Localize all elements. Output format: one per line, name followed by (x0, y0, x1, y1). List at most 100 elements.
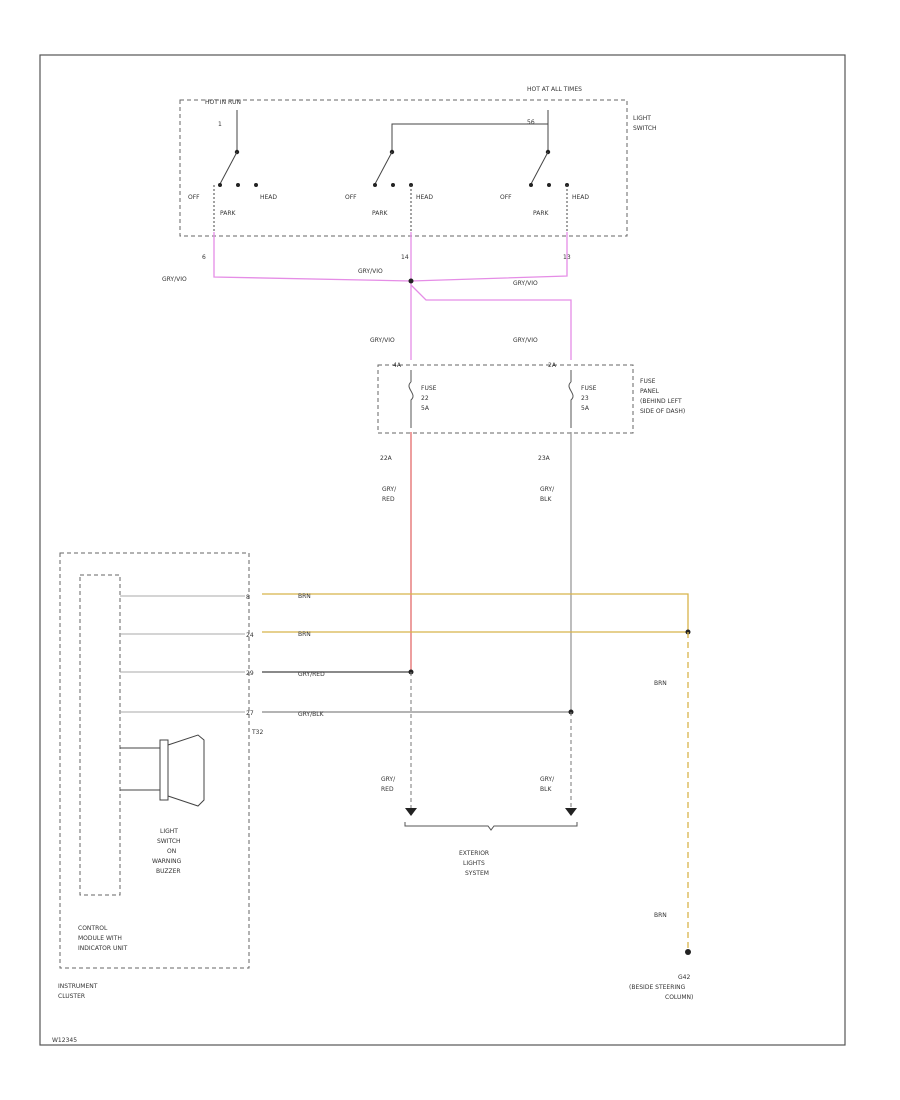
switch-out-pin-mid: 14 (401, 254, 409, 261)
ground-wire-lower: BRN (654, 912, 667, 919)
control-module-box (79, 574, 121, 896)
switch-1-head: HEAD (260, 194, 277, 201)
wire-label-c: GRY/RED (298, 671, 325, 678)
switch-pin-1: 1 (218, 121, 222, 128)
fuse-pin-out-left: 22A (380, 455, 393, 462)
switch-out-pin-left: 6 (202, 254, 206, 261)
switch-section-1: OFF PARK HEAD (188, 149, 277, 232)
light-switch-box (179, 99, 628, 237)
fuse-22-line-2: 22 (421, 395, 429, 402)
pink-splice-dot (408, 278, 414, 284)
cluster-connector-label: T32 (251, 729, 263, 736)
buzzer-icon (120, 734, 205, 807)
fuse-23-symbol (568, 370, 574, 428)
switch-2-off: OFF (345, 194, 357, 201)
light-switch-name-line-2: SWITCH (633, 125, 657, 132)
exterior-bracket (404, 822, 578, 831)
switch-2-park: PARK (372, 210, 389, 217)
exterior-lights: GRY/ RED GRY/ BLK EXTERIOR LIGHTS SYSTEM (381, 672, 578, 877)
switch-3-park: PARK (533, 210, 550, 217)
fuse-pin-in-right: 2A (548, 362, 557, 369)
switch-section-3: OFF PARK HEAD (500, 149, 589, 232)
fuse-wire-out-left-1: GRY/ (382, 486, 397, 493)
pink-wires (213, 232, 572, 360)
wire-brn-a (262, 593, 689, 632)
switch-pin-56: 56 (527, 119, 535, 126)
fuse-panel-name-4: SIDE OF DASH) (640, 408, 685, 415)
cluster-pin-b: 24 (246, 632, 254, 639)
ground-name-3: COLUMN) (665, 994, 693, 1001)
switch-2-head: HEAD (416, 194, 433, 201)
switch-wire-label-left: GRY/VIO (162, 276, 187, 283)
fuse-panel-box (377, 364, 634, 434)
fuse-wire-out-left-2: RED (382, 496, 395, 503)
fuse-panel: GRY/VIO GRY/VIO 4A 2A FUSE 22 5A FUSE 23… (370, 337, 685, 503)
ground-point-icon (685, 949, 691, 955)
buzzer-label-2: SWITCH (157, 838, 181, 845)
module-label-1: CONTROL (78, 925, 108, 932)
fuse-pin-out-right: 23A (538, 455, 551, 462)
wire-pink-right (410, 232, 568, 282)
light-switch: HOT IN RUN HOT AT ALL TIMES LIGHT SWITCH… (162, 86, 657, 287)
wire-pink-left (213, 232, 412, 282)
buzzer-label-4: WARNING (152, 858, 182, 865)
switch-section-2: OFF PARK HEAD (345, 149, 433, 232)
ext-arrow-right (565, 808, 577, 816)
buzzer-label-3: ON (167, 848, 176, 855)
fuse-panel-name-2: PANEL (640, 388, 660, 395)
ground: BRN BRN G42 (BESIDE STEERING COLUMN) (629, 632, 693, 1001)
wire-pink-to-fuse-right (410, 284, 572, 360)
exterior-name-2: LIGHTS (463, 860, 485, 867)
cluster-name-1: INSTRUMENT (58, 983, 98, 990)
fuse-wire-out-right-2: BLK (540, 496, 552, 503)
light-switch-name-line-1: LIGHT (633, 115, 651, 122)
wire-label-b: BRN (298, 631, 311, 638)
cluster-pin-d: 27 (246, 710, 254, 717)
ext-wire-right-2: BLK (540, 786, 552, 793)
hot-in-run-label: HOT IN RUN (205, 99, 241, 106)
fuse-23-line-3: 5A (581, 405, 590, 412)
fuse-panel-name-3: (BEHIND LEFT (640, 398, 682, 405)
wire-label-d: GRY/BLK (298, 711, 325, 718)
fuse-wire-in-right: GRY/VIO (513, 337, 538, 344)
ext-wire-left-1: GRY/ (381, 776, 396, 783)
module-label-2: MODULE WITH (78, 935, 122, 942)
switch-bus-top (391, 123, 548, 152)
buzzer-label-1: LIGHT (160, 828, 178, 835)
switch-1-park: PARK (220, 210, 237, 217)
footer-code: W12345 (52, 1037, 77, 1044)
cluster-pin-c: 29 (246, 670, 254, 677)
instrument-cluster-box (59, 552, 250, 969)
buzzer-label-5: BUZZER (156, 868, 181, 875)
cluster-pin-a: 8 (246, 594, 250, 601)
switch-1-off: OFF (188, 194, 200, 201)
fuse-23-line-1: FUSE (581, 385, 597, 392)
fuse-wire-in-left: GRY/VIO (370, 337, 395, 344)
switch-wire-label-right: GRY/VIO (513, 280, 538, 287)
ground-name-2: (BESIDE STEERING (629, 984, 686, 991)
ext-arrow-left (405, 808, 417, 816)
wire-label-a: BRN (298, 593, 311, 600)
fuse-22-line-3: 5A (421, 405, 430, 412)
ground-name-1: G42 (678, 974, 690, 981)
ext-wire-left-2: RED (381, 786, 394, 793)
fuse-22-symbol (408, 370, 414, 428)
exterior-name-3: SYSTEM (465, 870, 489, 877)
switch-3-off: OFF (500, 194, 512, 201)
cluster-wires: BRN BRN GRY/RED GRY/BLK (262, 593, 691, 718)
hot-at-all-times-label: HOT AT ALL TIMES (527, 86, 582, 93)
switch-3-head: HEAD (572, 194, 589, 201)
exterior-name-1: EXTERIOR (459, 850, 489, 857)
switch-wire-label-mid: GRY/VIO (358, 268, 383, 275)
diagram-frame (39, 54, 846, 1046)
fuse-pin-in-left: 4A (393, 362, 402, 369)
fuse-wire-out-right-1: GRY/ (540, 486, 555, 493)
ext-wire-right-1: GRY/ (540, 776, 555, 783)
module-label-3: INDICATOR UNIT (78, 945, 128, 952)
instrument-cluster: LIGHT SWITCH ON WARNING BUZZER CONTROL M… (58, 552, 263, 1000)
fuse-panel-name-1: FUSE (640, 378, 656, 385)
fuse-23-line-2: 23 (581, 395, 589, 402)
cluster-name-2: CLUSTER (58, 993, 85, 1000)
fuse-22-line-1: FUSE (421, 385, 437, 392)
